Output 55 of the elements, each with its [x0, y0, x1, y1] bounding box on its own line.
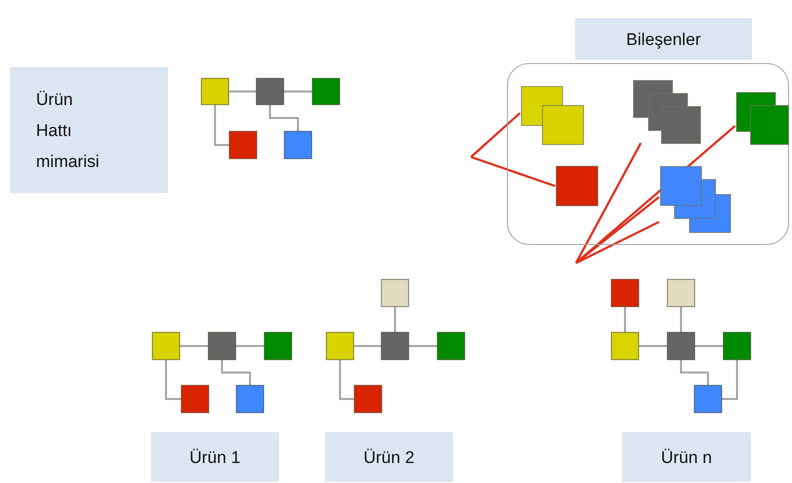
connector-line	[229, 90, 256, 92]
component-square	[312, 78, 340, 105]
box-text: Ürün Hattı mimarisi	[36, 88, 100, 172]
component-square	[556, 166, 598, 206]
box-text: Ürün 1	[189, 446, 241, 468]
connector-line	[180, 345, 208, 347]
label-box	[622, 432, 751, 482]
component-square	[326, 332, 354, 360]
connector-line	[269, 105, 299, 131]
component-square	[381, 279, 409, 307]
connector-line	[695, 345, 723, 347]
component-square	[256, 78, 284, 105]
component-stack	[660, 166, 731, 233]
connector-line	[214, 105, 229, 146]
label-box	[151, 432, 279, 482]
component-square	[667, 279, 695, 307]
connector-line	[354, 345, 381, 347]
component-square	[284, 131, 312, 159]
connector-line	[221, 360, 251, 385]
component-stack	[633, 80, 701, 144]
label-box	[575, 18, 752, 60]
component-square	[208, 332, 236, 360]
connector-line	[680, 360, 709, 385]
component-square	[264, 332, 292, 360]
component-square	[354, 385, 382, 413]
connector-line	[236, 345, 264, 347]
component-square	[236, 385, 264, 413]
label-box	[10, 67, 168, 193]
component-square	[667, 332, 695, 360]
connector-line	[722, 360, 738, 400]
component-stack	[521, 86, 584, 145]
connector-line	[624, 307, 626, 332]
connector-line	[394, 307, 396, 332]
component-square	[181, 385, 209, 413]
connector-line	[339, 360, 354, 400]
component-group-frame	[507, 63, 789, 245]
component-square	[229, 131, 257, 159]
connector-line	[409, 345, 437, 347]
component-square	[201, 78, 229, 105]
connector-line	[639, 345, 667, 347]
label-box	[325, 432, 453, 482]
component-square	[694, 385, 722, 413]
box-text: Ürün n	[660, 446, 712, 468]
connector-line	[284, 90, 312, 92]
component-square	[152, 332, 180, 360]
connector-line	[165, 360, 181, 400]
component-square	[611, 279, 639, 307]
box-text: Ürün 2	[363, 446, 415, 468]
component-square	[381, 332, 409, 360]
component-stack	[736, 92, 789, 145]
connector-line	[680, 307, 682, 332]
component-square	[611, 332, 639, 360]
component-square	[723, 332, 751, 360]
box-text: Bileşenler	[626, 28, 701, 51]
component-square	[437, 332, 465, 360]
